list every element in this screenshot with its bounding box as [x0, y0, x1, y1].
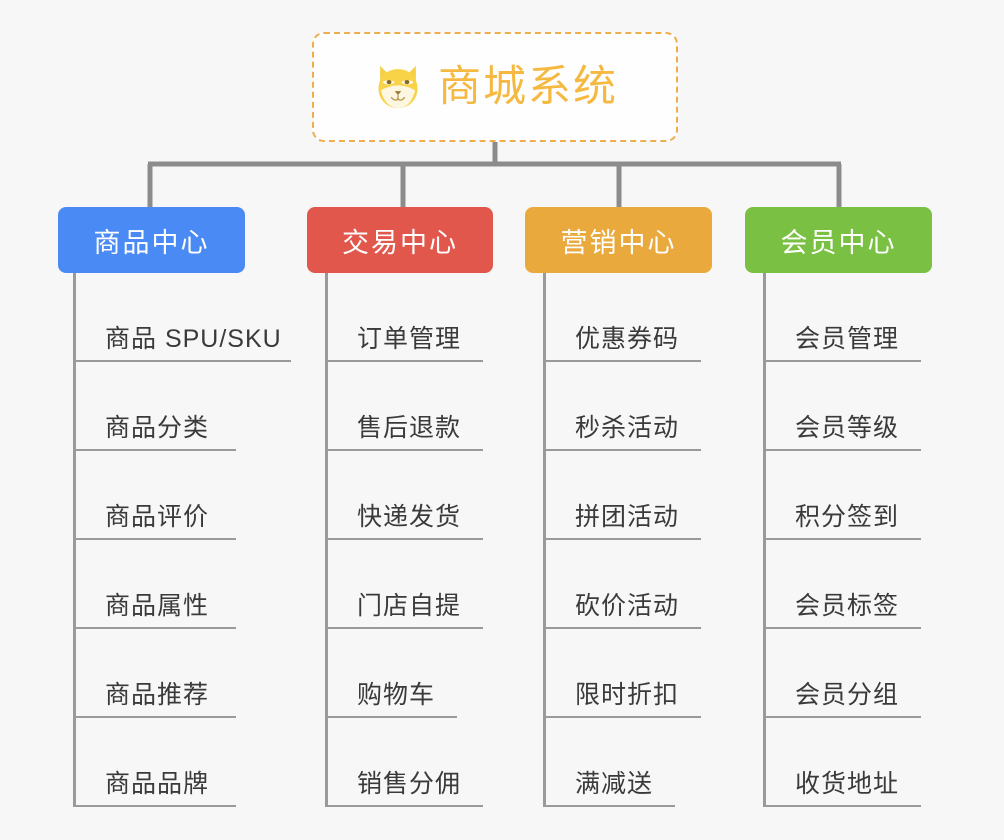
leaf-item[interactable]: 订单管理 — [307, 273, 493, 362]
leaf-underline — [73, 360, 291, 362]
leaf-label: 商品评价 — [105, 503, 210, 531]
leaf-label: 商品属性 — [105, 592, 210, 620]
leaf-label: 商品 SPU/SKU — [105, 325, 282, 353]
leaf-underline — [763, 627, 921, 629]
leaf-list-product-center: 商品 SPU/SKU 商品分类商品评价商品属性商品推荐商品品牌 — [58, 273, 291, 807]
leaf-label: 积分签到 — [795, 503, 900, 531]
leaf-label: 订单管理 — [357, 325, 462, 353]
leaf-item[interactable]: 收货地址 — [745, 718, 932, 807]
leaf-underline — [543, 716, 701, 718]
leaf-underline — [325, 716, 457, 718]
leaf-label: 拼团活动 — [575, 503, 680, 531]
category-label: 营销中心 — [560, 227, 677, 258]
leaf-item[interactable]: 商品分类 — [58, 362, 245, 451]
leaf-label: 商品分类 — [105, 414, 210, 442]
leaf-underline — [73, 716, 236, 718]
leaf-label: 快递发货 — [357, 503, 462, 531]
leaf-item[interactable]: 会员标签 — [745, 540, 932, 629]
leaf-label: 会员分组 — [795, 681, 900, 709]
leaf-list-marketing-center: 优惠券码秒杀活动拼团活动砍价活动限时折扣满减送 — [525, 273, 712, 807]
leaf-item[interactable]: 会员管理 — [745, 273, 932, 362]
leaf-underline — [763, 538, 921, 540]
leaf-item[interactable]: 商品属性 — [58, 540, 245, 629]
leaf-list-trade-center: 订单管理售后退款快递发货门店自提购物车销售分佣 — [307, 273, 493, 807]
leaf-underline — [763, 449, 921, 451]
leaf-item[interactable]: 会员分组 — [745, 629, 932, 718]
leaf-label: 满减送 — [575, 770, 654, 798]
leaf-spine — [325, 273, 328, 807]
leaf-spine — [763, 273, 766, 807]
leaf-underline — [325, 627, 483, 629]
leaf-item[interactable]: 优惠券码 — [525, 273, 712, 362]
leaf-item[interactable]: 快递发货 — [307, 451, 493, 540]
leaf-underline — [763, 360, 921, 362]
column-member-center: 会员中心会员管理会员等级积分签到会员标签会员分组收货地址 — [745, 207, 932, 807]
category-box-marketing-center[interactable]: 营销中心 — [525, 207, 712, 273]
leaf-label: 收货地址 — [795, 770, 900, 798]
leaf-item[interactable]: 商品品牌 — [58, 718, 245, 807]
leaf-underline — [763, 805, 921, 807]
leaf-label: 商品品牌 — [105, 770, 210, 798]
leaf-item[interactable]: 拼团活动 — [525, 451, 712, 540]
leaf-list-member-center: 会员管理会员等级积分签到会员标签会员分组收货地址 — [745, 273, 932, 807]
leaf-item[interactable]: 会员等级 — [745, 362, 932, 451]
leaf-item[interactable]: 商品评价 — [58, 451, 245, 540]
category-label: 交易中心 — [342, 227, 458, 258]
leaf-label: 销售分佣 — [357, 770, 462, 798]
leaf-underline — [73, 449, 236, 451]
category-box-trade-center[interactable]: 交易中心 — [307, 207, 493, 273]
root-node-shop-system[interactable]: 商城系统 — [312, 32, 678, 142]
leaf-underline — [543, 538, 701, 540]
leaf-label: 售后退款 — [357, 414, 462, 442]
leaf-underline — [763, 716, 921, 718]
leaf-label: 砍价活动 — [575, 592, 680, 620]
leaf-label: 购物车 — [357, 681, 436, 709]
leaf-underline — [73, 538, 236, 540]
leaf-label: 会员管理 — [795, 325, 900, 353]
leaf-spine — [73, 273, 76, 807]
leaf-item[interactable]: 购物车 — [307, 629, 493, 718]
leaf-item[interactable]: 商品推荐 — [58, 629, 245, 718]
leaf-underline — [543, 627, 701, 629]
leaf-label: 限时折扣 — [575, 681, 680, 709]
leaf-underline — [325, 538, 483, 540]
leaf-label: 商品推荐 — [105, 681, 210, 709]
category-label: 商品中心 — [93, 227, 210, 258]
leaf-item[interactable]: 秒杀活动 — [525, 362, 712, 451]
leaf-item[interactable]: 门店自提 — [307, 540, 493, 629]
leaf-underline — [325, 805, 483, 807]
shiba-dog-face-icon — [378, 65, 418, 109]
leaf-underline — [73, 805, 236, 807]
category-label: 会员中心 — [780, 227, 897, 258]
leaf-underline — [325, 449, 483, 451]
leaf-item[interactable]: 限时折扣 — [525, 629, 712, 718]
category-box-product-center[interactable]: 商品中心 — [58, 207, 245, 273]
leaf-underline — [73, 627, 236, 629]
column-trade-center: 交易中心订单管理售后退款快递发货门店自提购物车销售分佣 — [307, 207, 493, 807]
leaf-item[interactable]: 销售分佣 — [307, 718, 493, 807]
leaf-underline — [543, 449, 701, 451]
leaf-spine — [543, 273, 546, 807]
leaf-label: 秒杀活动 — [575, 414, 680, 442]
leaf-item[interactable]: 售后退款 — [307, 362, 493, 451]
column-marketing-center: 营销中心优惠券码秒杀活动拼团活动砍价活动限时折扣满减送 — [525, 207, 712, 807]
leaf-underline — [325, 360, 483, 362]
leaf-label: 门店自提 — [357, 592, 462, 620]
leaf-item[interactable]: 满减送 — [525, 718, 712, 807]
leaf-underline — [543, 805, 675, 807]
category-box-member-center[interactable]: 会员中心 — [745, 207, 932, 273]
root-node-title: 商城系统 — [438, 62, 618, 111]
leaf-label: 会员等级 — [795, 414, 900, 442]
leaf-label: 优惠券码 — [575, 325, 680, 353]
leaf-underline — [543, 360, 701, 362]
column-product-center: 商品中心商品 SPU/SKU 商品分类商品评价商品属性商品推荐商品品牌 — [58, 207, 291, 807]
leaf-label: 会员标签 — [795, 592, 900, 620]
leaf-item[interactable]: 积分签到 — [745, 451, 932, 540]
leaf-item[interactable]: 商品 SPU/SKU — [58, 273, 291, 362]
leaf-item[interactable]: 砍价活动 — [525, 540, 712, 629]
